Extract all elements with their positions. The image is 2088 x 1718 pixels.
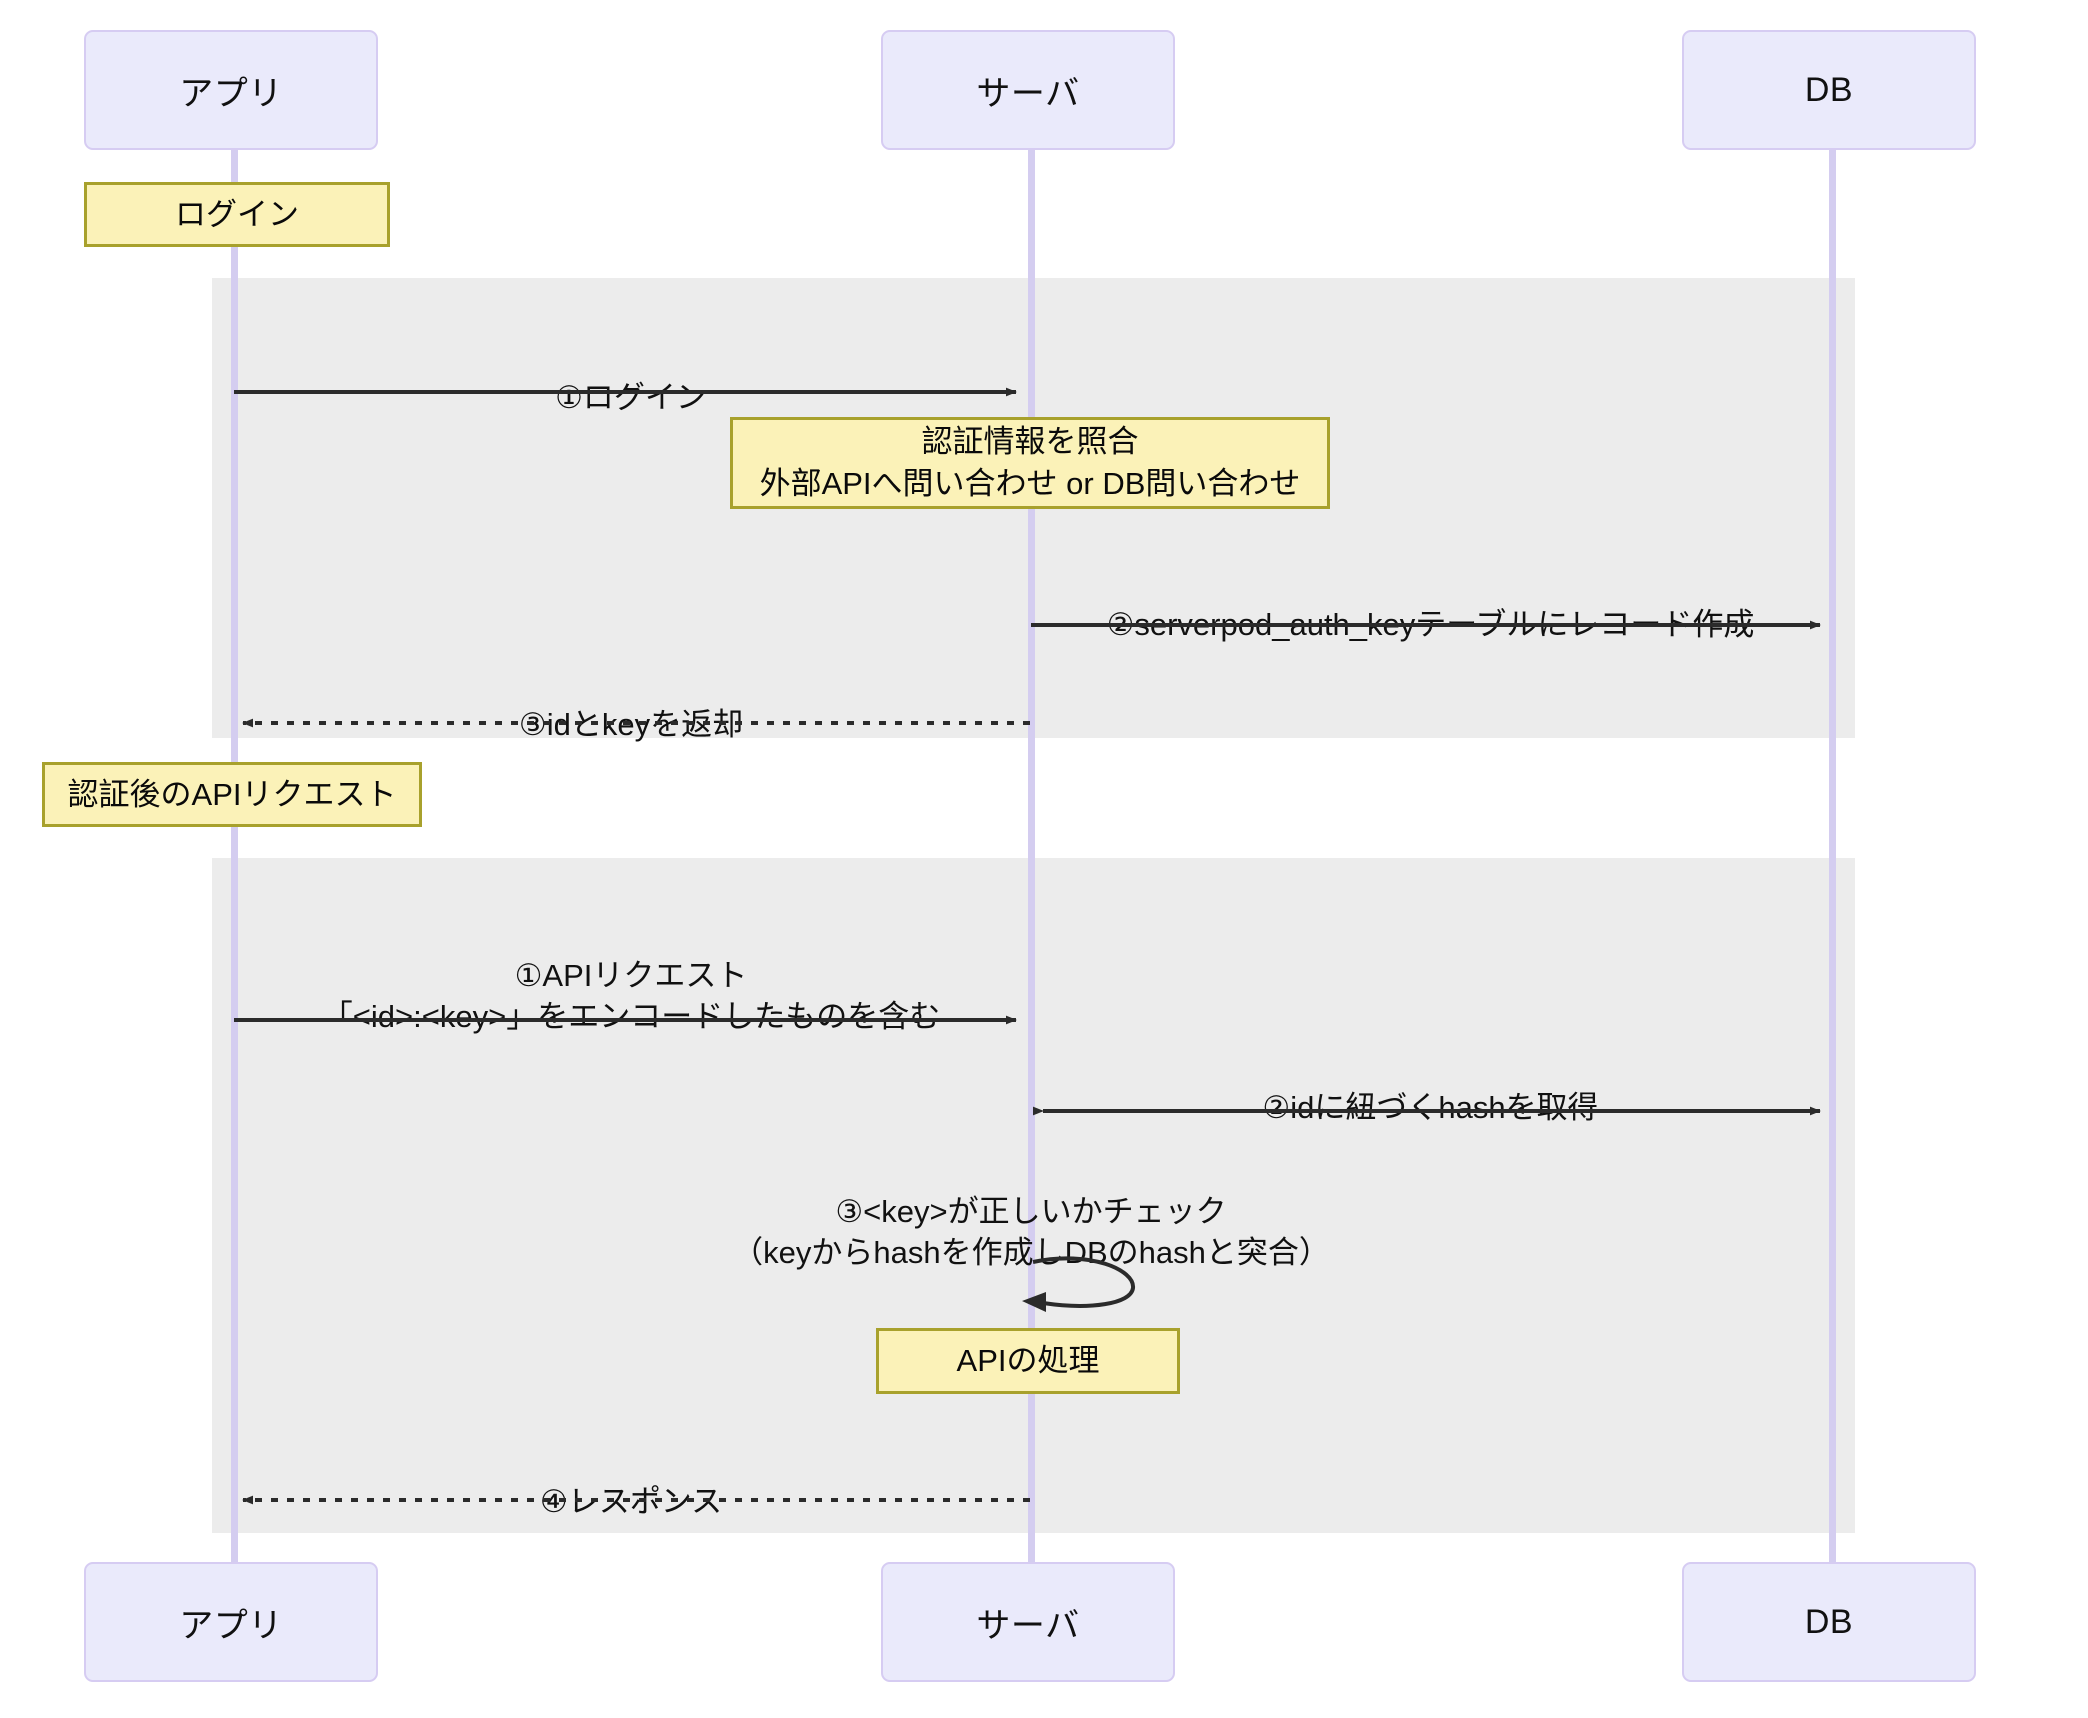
section-note-label: 認証後のAPIリクエスト <box>67 776 397 812</box>
message-text: ①APIリクエスト 「<id>:<key>」をエンコードしたものを含む <box>321 958 941 1034</box>
message-text: ③idとkeyを返却 <box>518 707 744 743</box>
message-text: ②serverpod_auth_keyテーブルにレコード作成 <box>1106 607 1755 643</box>
participant-label: アプリ <box>179 1606 283 1645</box>
participant-db-bottom[interactable]: DB <box>1682 1562 1976 1682</box>
participant-label: アプリ <box>179 74 283 113</box>
message-text: ③<key>が正しいかチェック （keyからhashを作成しDBのhashと突合… <box>732 1194 1330 1270</box>
participant-label: DB <box>1804 70 1854 109</box>
message-label-return-id-key: ③idとkeyを返却 <box>231 665 1031 746</box>
message-label-create-record: ②serverpod_auth_keyテーブルにレコード作成 <box>1028 565 1833 646</box>
participant-db-top[interactable]: DB <box>1682 30 1976 150</box>
message-label-login: ①ログイン <box>231 338 1031 419</box>
participant-server-bottom[interactable]: サーバ <box>881 1562 1175 1682</box>
participant-label: サーバ <box>976 74 1080 113</box>
note-label: 認証情報を照合 外部APIへ問い合わせ or DB問い合わせ <box>759 424 1301 501</box>
participant-label: DB <box>1804 1602 1854 1641</box>
message-label-api-request: ①APIリクエスト 「<id>:<key>」をエンコードしたものを含む <box>231 916 1031 1037</box>
message-text: ①ログイン <box>555 380 707 416</box>
message-text: ④レスポンス <box>539 1484 723 1520</box>
note-label: APIの処理 <box>956 1343 1100 1379</box>
note-verify-credentials[interactable]: 認証情報を照合 外部APIへ問い合わせ or DB問い合わせ <box>730 417 1330 509</box>
message-label-check-key: ③<key>が正しいかチェック （keyからhashを作成しDBのhashと突合… <box>631 1152 1431 1273</box>
lifeline-server <box>1028 148 1035 1570</box>
lifeline-db <box>1829 148 1836 1570</box>
lifeline-app <box>231 148 238 1570</box>
participant-app-bottom[interactable]: アプリ <box>84 1562 378 1682</box>
section-note-label: ログイン <box>175 196 299 232</box>
section-note-authed-api[interactable]: 認証後のAPIリクエスト <box>42 762 422 827</box>
message-text: ②idに紐づくhashを取得 <box>1262 1090 1599 1126</box>
participant-app-top[interactable]: アプリ <box>84 30 378 150</box>
participant-server-top[interactable]: サーバ <box>881 30 1175 150</box>
participant-label: サーバ <box>976 1606 1080 1645</box>
note-api-process[interactable]: APIの処理 <box>876 1328 1180 1394</box>
message-label-get-hash: ②idに紐づくhashを取得 <box>1028 1048 1833 1129</box>
message-label-response: ④レスポンス <box>231 1442 1031 1523</box>
section-note-login[interactable]: ログイン <box>84 182 390 247</box>
